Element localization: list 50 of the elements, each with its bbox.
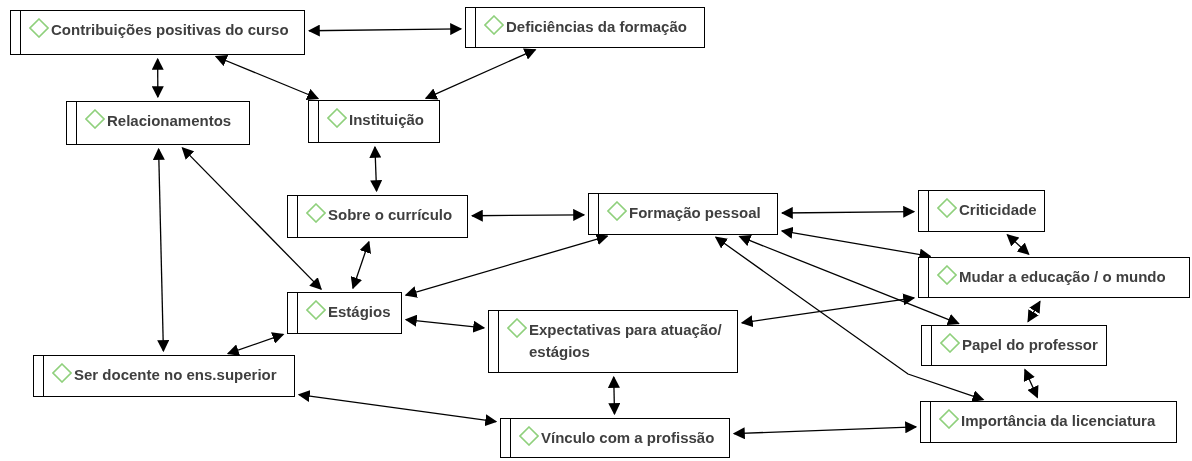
arrow xyxy=(307,23,463,37)
topic-box xyxy=(921,325,1107,366)
topic-box xyxy=(465,7,705,48)
arrow xyxy=(297,390,498,427)
arrow xyxy=(151,57,164,99)
arrow xyxy=(1006,233,1030,256)
arrow xyxy=(181,147,322,290)
arrow xyxy=(607,375,621,416)
topic-box xyxy=(500,418,730,458)
topic-label: Instituição xyxy=(349,110,424,130)
topic-box xyxy=(918,190,1045,232)
topic-label: Deficiências da formação xyxy=(506,17,687,37)
topic-label: Expectativas para atuação/ estágios xyxy=(529,320,723,362)
arrow xyxy=(404,233,609,298)
topic-label: Contribuições positivas do curso xyxy=(51,20,289,40)
topic-label: Relacionamentos xyxy=(107,111,232,131)
arrow xyxy=(780,205,916,219)
topic-label: Formação pessoal xyxy=(629,203,761,223)
topic-box xyxy=(33,355,295,397)
topic-box xyxy=(287,195,468,238)
topic-label: Mudar a educação / o mundo xyxy=(959,267,1166,287)
topic-label: Papel do professor xyxy=(962,335,1098,355)
arrow xyxy=(404,314,486,333)
arrow xyxy=(350,240,372,290)
arrow xyxy=(226,332,285,356)
arrow xyxy=(714,236,985,402)
topic-box xyxy=(308,100,440,143)
arrow xyxy=(732,421,918,440)
topic-label: Estágios xyxy=(328,302,391,322)
arrow xyxy=(1027,300,1041,323)
topic-box xyxy=(488,310,738,373)
topic-label: Vínculo com a profissão xyxy=(541,428,715,448)
arrow xyxy=(369,145,383,193)
topic-box xyxy=(920,401,1177,443)
topic-box xyxy=(588,193,778,235)
arrow xyxy=(1023,368,1039,399)
arrow xyxy=(152,147,170,353)
arrow xyxy=(740,293,916,328)
arrow xyxy=(424,48,537,100)
topic-label: Ser docente no ens.superior xyxy=(74,365,277,385)
topic-label: Sobre o currículo xyxy=(328,205,453,225)
topic-box xyxy=(287,292,402,334)
topic-box xyxy=(918,257,1190,298)
arrow xyxy=(738,234,960,326)
topic-label: Importância da licenciatura xyxy=(961,411,1156,431)
topic-box xyxy=(10,10,305,55)
arrow xyxy=(470,208,586,222)
topic-label: Criticidade xyxy=(959,200,1037,220)
arrow xyxy=(214,55,320,100)
topic-box xyxy=(66,101,250,145)
